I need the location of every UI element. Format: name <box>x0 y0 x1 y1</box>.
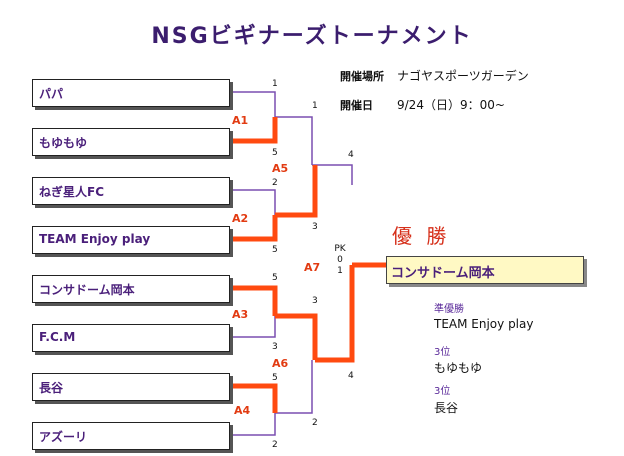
venue-value: ナゴヤスポーツガーデン <box>397 69 529 83</box>
match-label: A7 <box>304 261 321 274</box>
score: 2 <box>272 440 278 450</box>
team-name: もゆもゆ <box>39 136 88 150</box>
loser-line <box>228 91 276 117</box>
venue-label: 開催場所 <box>340 70 384 83</box>
champion-heading: 優 勝 <box>392 224 451 248</box>
team-box[interactable]: コンサドーム岡本 <box>32 275 230 303</box>
score: 5 <box>272 273 278 283</box>
team-name: ねぎ星人FC <box>39 185 105 199</box>
third-place-name: 長谷 <box>434 401 459 415</box>
match-label: A2 <box>232 212 249 225</box>
team-box[interactable]: アズーリ <box>32 422 230 450</box>
page-title: NSGビギナーズトーナメント <box>151 24 473 49</box>
winner-line <box>228 117 278 144</box>
champion-name: コンサドーム岡本 <box>391 266 495 281</box>
pk-label: PK <box>334 244 346 254</box>
winner-line <box>228 215 278 242</box>
score: 3 <box>272 342 278 352</box>
winner-line <box>228 285 278 316</box>
date-label: 開催日 <box>340 99 373 112</box>
score: 5 <box>272 245 278 255</box>
pk-bottom: 1 <box>337 266 343 276</box>
loser-line <box>228 316 276 338</box>
loser-line <box>312 164 353 185</box>
third-place-label: 3位 <box>434 386 451 397</box>
loser-line <box>275 116 313 165</box>
date-value: 9/24（日）9：00~ <box>397 98 505 112</box>
third-place-label: 3位 <box>434 347 451 358</box>
loser-line <box>228 189 276 215</box>
team-box[interactable]: TEAM Enjoy play <box>32 226 230 254</box>
loser-line <box>228 413 276 436</box>
team-name: F.C.M <box>39 330 76 344</box>
match-label: A4 <box>234 404 251 417</box>
team-name: アズーリ <box>39 430 88 444</box>
winner-line <box>228 383 278 413</box>
score: 5 <box>272 373 278 383</box>
team-box[interactable]: 長谷 <box>32 373 230 401</box>
pk-score: PK 0 1 <box>330 244 350 277</box>
runner-up-name: TEAM Enjoy play <box>434 317 534 331</box>
score: 5 <box>272 148 278 158</box>
team-box[interactable]: ねぎ星人FC <box>32 177 230 205</box>
score: 4 <box>348 150 354 160</box>
match-label: A1 <box>232 114 249 127</box>
team-name: パパ <box>39 87 64 101</box>
match-label: A6 <box>272 357 289 370</box>
team-box[interactable]: パパ <box>32 79 230 107</box>
team-name: 長谷 <box>39 381 64 395</box>
team-box[interactable]: F.C.M <box>32 324 230 352</box>
team-box[interactable]: もゆもゆ <box>32 128 230 156</box>
champion-box[interactable]: コンサドーム岡本 <box>386 256 584 284</box>
loser-line <box>275 360 313 414</box>
score: 1 <box>312 101 318 111</box>
pk-top: 0 <box>337 255 343 265</box>
team-name: コンサドーム岡本 <box>39 283 135 297</box>
winner-line <box>275 165 318 218</box>
score: 2 <box>312 418 318 428</box>
score: 2 <box>272 178 278 188</box>
runner-up-label: 準優勝 <box>434 304 464 315</box>
score: 3 <box>312 296 318 306</box>
score: 3 <box>312 222 318 232</box>
winner-line <box>275 313 318 360</box>
match-label: A5 <box>272 162 289 175</box>
match-label: A3 <box>232 308 249 321</box>
team-name: TEAM Enjoy play <box>39 232 151 246</box>
score: 4 <box>348 371 354 381</box>
score: 1 <box>272 79 278 89</box>
third-place-name: もゆもゆ <box>434 361 483 375</box>
winner-line <box>315 265 355 363</box>
